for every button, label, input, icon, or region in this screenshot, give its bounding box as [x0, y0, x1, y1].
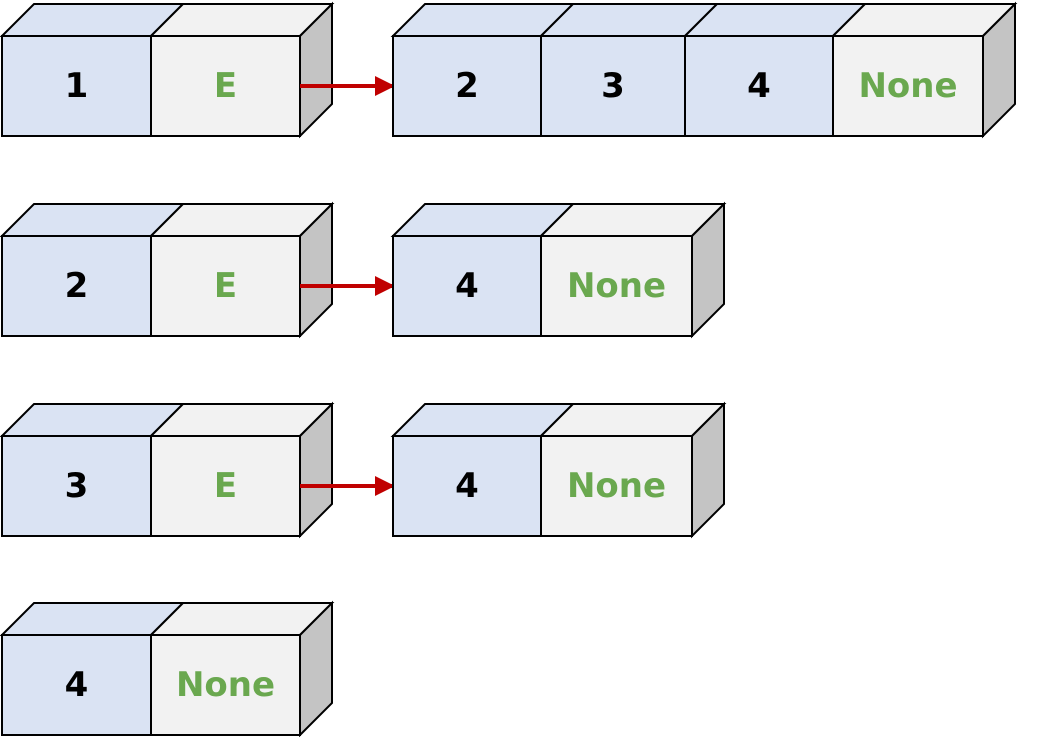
row-2-head-node-cell-1-label: E: [214, 266, 237, 306]
row-2-head-node-side-face: [299, 201, 333, 339]
row-1-head-node-cell-0-front-face: [1, 35, 152, 137]
row-1-head-node-cell-1-front-face: [150, 35, 301, 137]
row-2-target-node-cell-1-front-face: [540, 235, 693, 337]
row-4-head-node-cell-1-label: None: [176, 665, 275, 705]
row-3-target-node-cell-1-label: None: [567, 466, 666, 506]
row-4-head-node-side-face: [299, 600, 333, 737]
row-3-target-node-cell-0-label: 4: [455, 466, 479, 506]
row-1: 1 E 2 3 4 None: [0, 1, 1018, 139]
row-1-head-node-cell-1-label: E: [214, 66, 237, 106]
row-2-target-node-cell-0-label: 4: [455, 266, 479, 306]
row-1-target-node-cell-2-label: 4: [747, 66, 771, 106]
row-3: 3 E 4 None: [0, 401, 727, 539]
row-3-head-node-cell-1-label: E: [214, 466, 237, 506]
row-3-head-node-cell-1-front-face: [150, 435, 301, 537]
row-1-target-node-cell-0-front-face: [392, 35, 542, 137]
row-3-target-node-side-face: [691, 401, 725, 539]
row-1-target-node-cell-1-front-face: [540, 35, 686, 137]
row-1-target-node-cell-0-label: 2: [455, 66, 479, 106]
row-2-target-node-cell-0-front-face: [392, 235, 542, 337]
row-3-head-node-cell-0-front-face: [1, 435, 152, 537]
row-2: 2 E 4 None: [0, 201, 727, 339]
row-3-head-node-side-face: [299, 401, 333, 539]
row-2-head-node-cell-0-label: 2: [65, 266, 89, 306]
row-4: 4 None: [0, 600, 335, 737]
row-3-head-node-cell-0-label: 3: [65, 466, 89, 506]
row-2-target-node-cell-1-label: None: [567, 266, 666, 306]
row-1-head-node-cell-0-label: 1: [65, 66, 89, 106]
row-4-head-node-cell-1-front-face: [150, 634, 301, 736]
row-3-target-node-cell-0-front-face: [392, 435, 542, 537]
row-2-target-node-side-face: [691, 201, 725, 339]
row-1-target-node-cell-3-label: None: [858, 66, 957, 106]
row-2-head-node-cell-1-front-face: [150, 235, 301, 337]
row-1-target-node-cell-1-label: 3: [601, 66, 625, 106]
row-2-head-node-cell-0-front-face: [1, 235, 152, 337]
row-1-head-node-side-face: [299, 1, 333, 139]
row-1-target-node-side-face: [982, 1, 1016, 139]
row-4-head-node-cell-0-label: 4: [65, 665, 89, 705]
